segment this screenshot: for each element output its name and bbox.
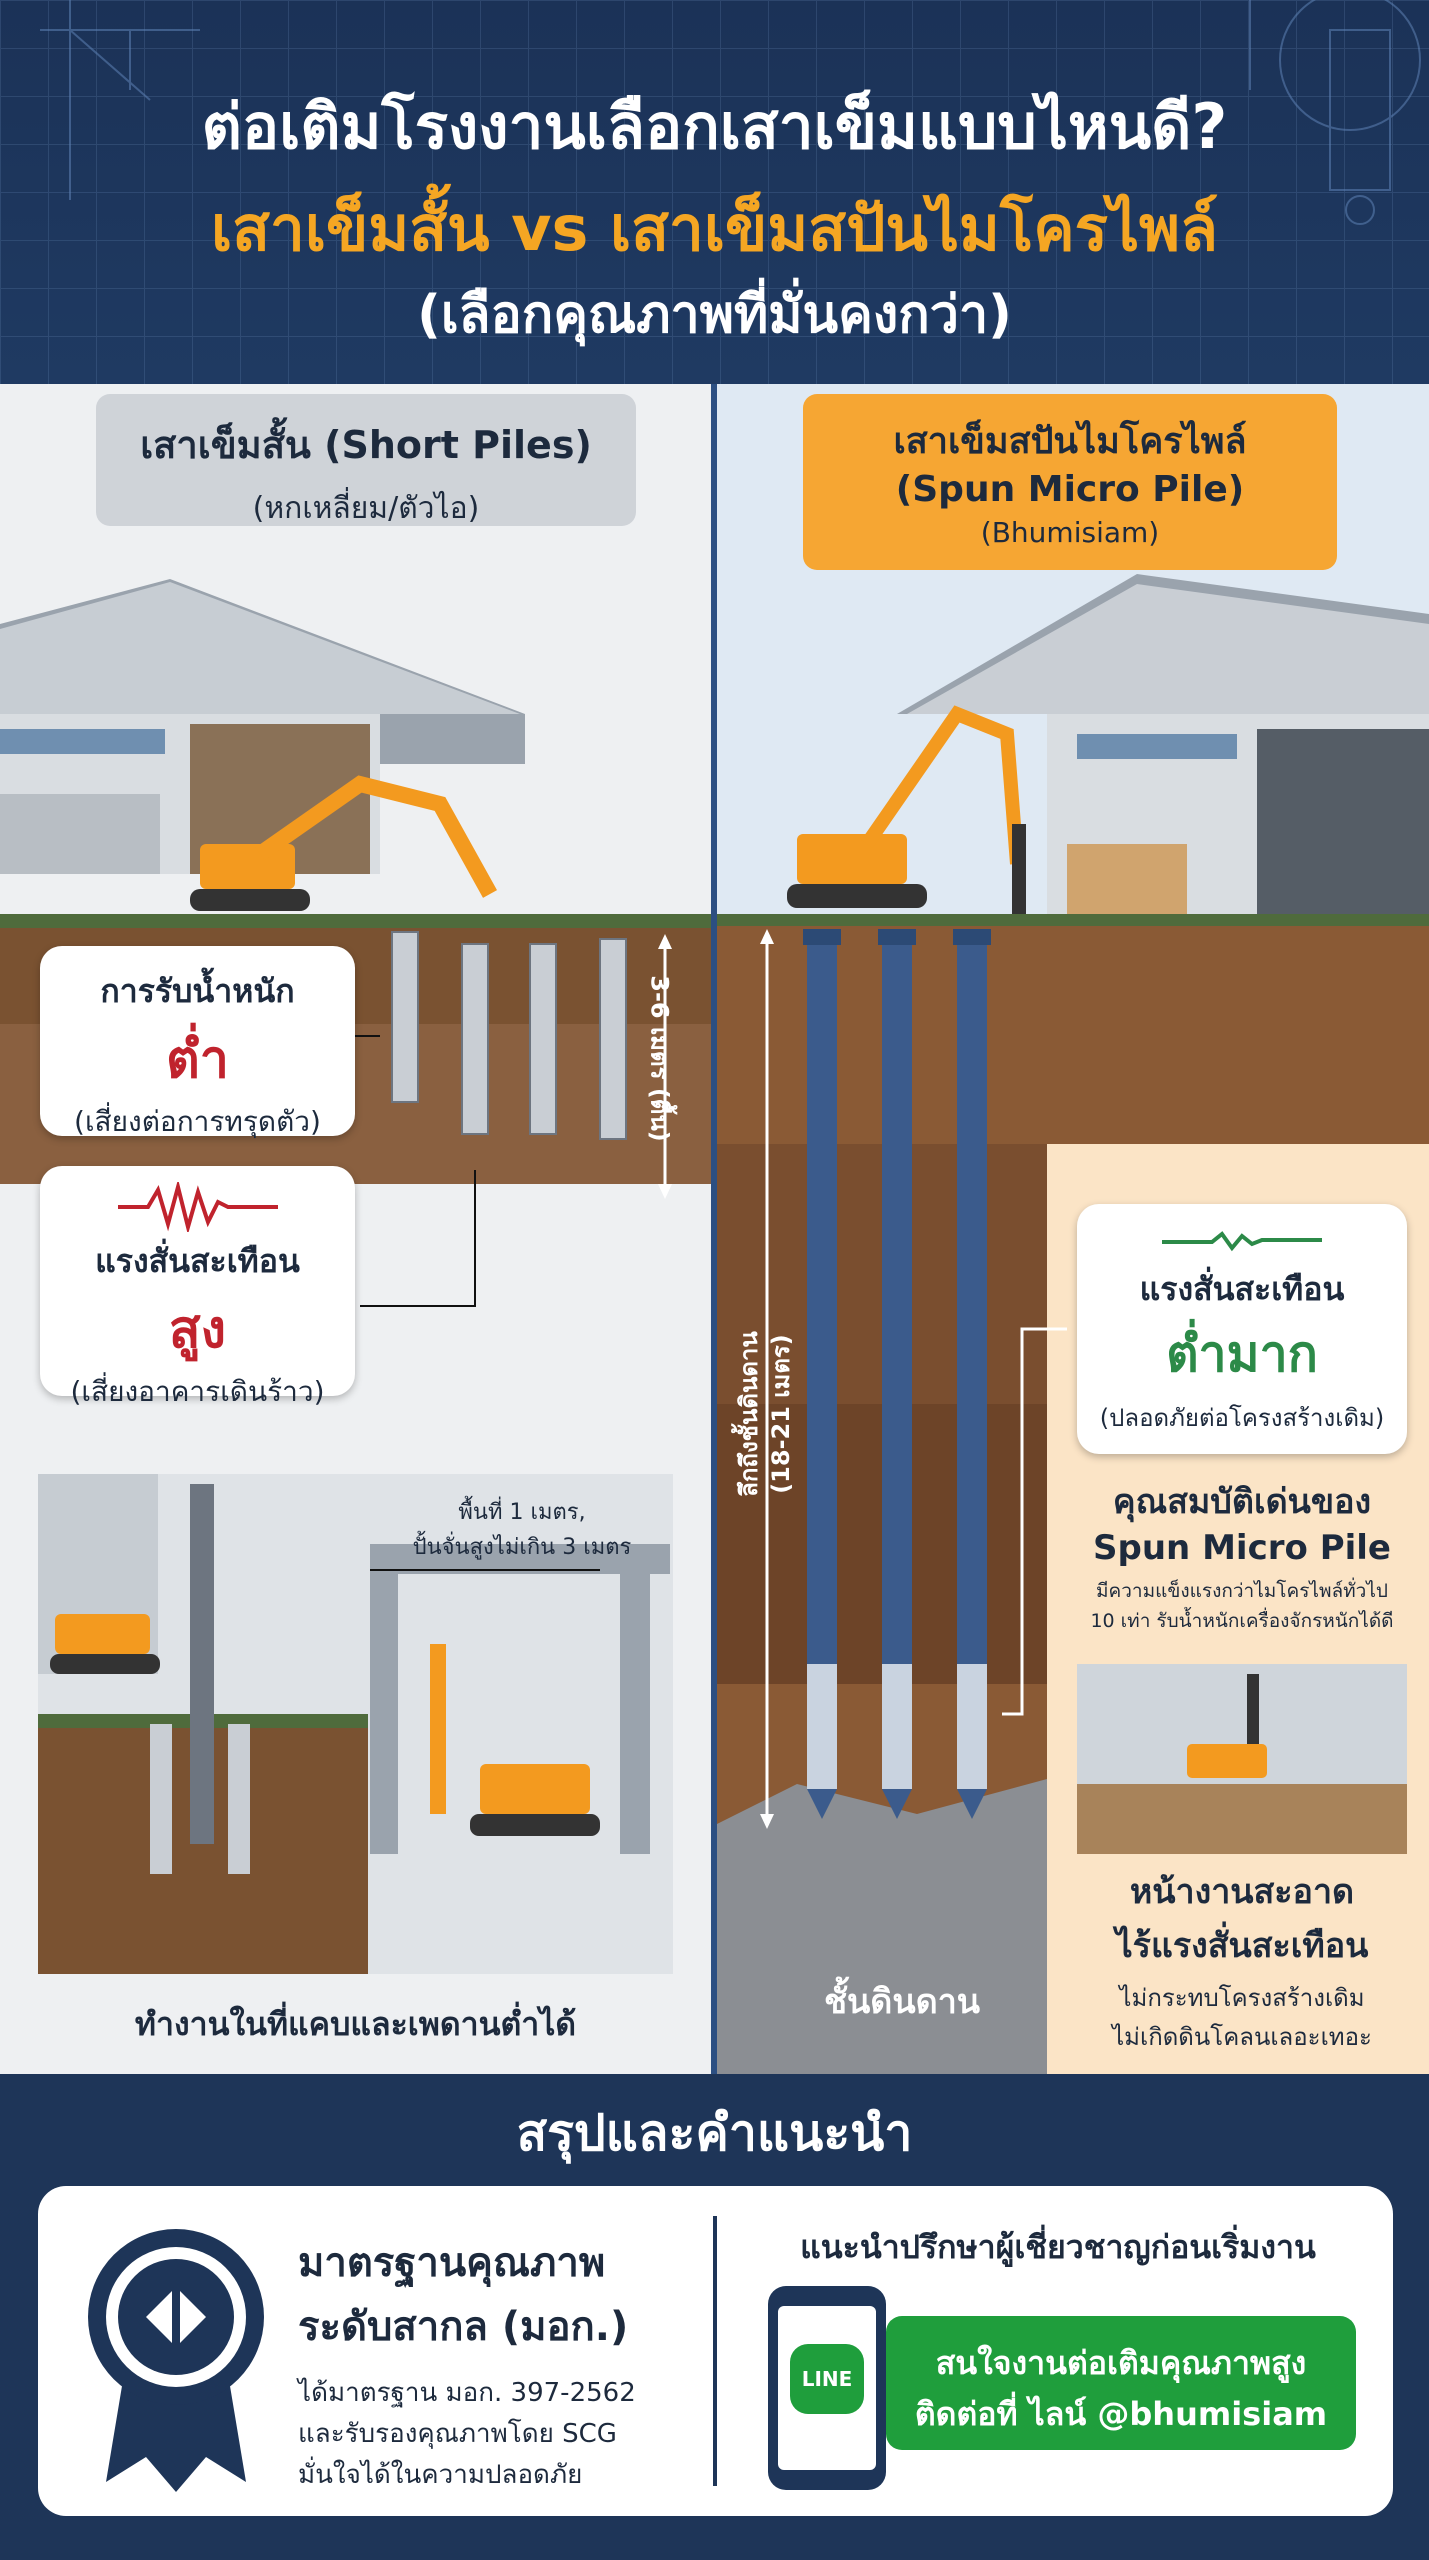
- contact-text-2: ติดต่อที่ ไลน์ @bhumisiam: [914, 2395, 1328, 2433]
- short-piles-caption: ทำงานในที่แคบและเพดานต่ำได้: [134, 2005, 577, 2043]
- line-app-icon: LINE: [790, 2344, 864, 2414]
- vibration-wave-icon: [117, 1179, 278, 1235]
- standard-text-1: ได้มาตรฐาน มอก. 397-2562: [298, 2378, 636, 2408]
- spun-pile-title: เสาเข็มสปันไมโครไพล์: [893, 421, 1247, 462]
- summary-divider: [713, 2216, 717, 2486]
- clean-text-1: ไม่กระทบโครงสร้างเดิม: [1119, 1984, 1365, 2012]
- vibration-low-note: (ปลอดภัยต่อโครงสร้างเดิม): [1099, 1404, 1385, 1432]
- vibration-card-note: (เสี่ยงอาคารเดินร้าว): [70, 1375, 325, 1408]
- clean-text-2: ไม่เกิดดินโคลนเลอะเทอะ: [1112, 2023, 1372, 2051]
- clean-title-1: หน้างานสะอาด: [1129, 1872, 1355, 1912]
- contact-text-1: สนใจงานต่อเติมคุณภาพสูง: [935, 2344, 1307, 2382]
- vibration-card-value: สูง: [168, 1300, 227, 1360]
- clean-title-2: ไร้แรงสั่นสะเทือน: [1115, 1926, 1369, 1966]
- load-capacity-card: การรับน้ำหนัก ต่ำ (เสี่ยงต่อการทรุดตัว): [40, 946, 355, 1138]
- page-tagline: (เลือกคุณภาพที่มั่นคงกว่า): [417, 285, 1012, 345]
- short-piles-title: เสาเข็มสั้น (Short Piles): [140, 423, 592, 467]
- spun-micro-pile-panel: เสาเข็มสปันไมโครไพล์ (Spun Micro Pile) (…: [717, 384, 1429, 2074]
- bedrock-label: ชั้นดินดาน: [823, 1982, 981, 2022]
- short-depth-label: 3-6 เมตร (ตื้น): [645, 975, 674, 1142]
- vibration-low-card: แรงสั่นสะเทือน ต่ำมาก (ปลอดภัยต่อโครงสร้…: [1077, 1204, 1407, 1454]
- standard-title-1: มาตรฐานคุณภาพ: [298, 2240, 606, 2286]
- blueprint-decor: [40, 0, 1421, 225]
- short-piles-subtitle: (หกเหลี่ยม/ตัวไอ): [252, 491, 480, 526]
- vibration-card-title: แรงสั่นสะเทือน: [95, 1242, 300, 1280]
- load-card-value: ต่ำ: [166, 1030, 229, 1090]
- clean-site-block: หน้างานสะอาด ไร้แรงสั่นสะเทือน ไม่กระทบโ…: [1062, 1864, 1422, 2056]
- short-piles-label: เสาเข็มสั้น (Short Piles) (หกเหลี่ยม/ตัว…: [96, 394, 636, 526]
- feature-text-2: 10 เท่า รับน้ำหนักเครื่องจักรหนักได้ดี: [1090, 1610, 1394, 1632]
- space-label: พื้นที่ 1 เมตร, ปั้นจั่นสูงไม่เกิน 3 เมต…: [412, 1500, 632, 1560]
- summary-card: มาตรฐานคุณภาพ ระดับสากล (มอก.) ได้มาตรฐา…: [38, 2186, 1393, 2516]
- spun-pile-title-en: (Spun Micro Pile): [895, 469, 1245, 510]
- standard-text-2: และรับรองคุณภาพโดย SCG: [298, 2419, 617, 2449]
- blueprint-grid: [0, 0, 1429, 384]
- standard-block: มาตรฐานคุณภาพ ระดับสากล (มอก.) ได้มาตรฐา…: [298, 2230, 698, 2495]
- vibration-low-value: ต่ำมาก: [1166, 1325, 1318, 1383]
- header: [0, 0, 1429, 384]
- page-title: ต่อเติมโรงงานเลือกเสาเข็มแบบไหนดี?: [201, 90, 1228, 163]
- spun-pile-label: เสาเข็มสปันไมโครไพล์ (Spun Micro Pile) (…: [803, 394, 1337, 570]
- standard-title-2: ระดับสากล (มอก.): [298, 2304, 629, 2350]
- vibration-high-card: แรงสั่นสะเทือน สูง (เสี่ยงอาคารเดินร้าว): [40, 1166, 355, 1408]
- feature-title-1: คุณสมบัติเด่นของ: [1112, 1482, 1372, 1522]
- line-contact-button[interactable]: สนใจงานต่อเติมคุณภาพสูง ติดต่อที่ ไลน์ @…: [886, 2316, 1356, 2450]
- standard-text-3: มั่นใจได้ในความปลอดภัย: [298, 2460, 583, 2490]
- phone-icon: LINE: [768, 2286, 886, 2490]
- load-card-note: (เสี่ยงต่อการทรุดตัว): [74, 1105, 321, 1138]
- short-piles-panel: เสาเข็มสั้น (Short Piles) (หกเหลี่ยม/ตัว…: [0, 384, 711, 2074]
- feature-text-1: มีความแข็งแรงกว่าไมโครไพล์ทั่วไป: [1096, 1580, 1388, 1602]
- spun-pile-brand: (Bhumisiam): [980, 516, 1160, 549]
- vibration-low-title: แรงสั่นสะเทือน: [1139, 1270, 1345, 1308]
- feature-title-2: Spun Micro Pile: [1093, 1528, 1391, 1568]
- summary-title: สรุปและคำแนะนำ: [516, 2104, 913, 2162]
- page-subtitle: เสาเข็มสั้น vs เสาเข็มสปันไมโครไพล์: [210, 192, 1219, 265]
- panel-divider: [711, 384, 717, 2074]
- load-card-title: การรับน้ำหนัก: [100, 972, 295, 1010]
- tis-standard-icon: [88, 2229, 264, 2492]
- feature-block: คุณสมบัติเด่นของ Spun Micro Pile มีความแ…: [1062, 1474, 1422, 1636]
- advice-text: แนะนำปรึกษาผู้เชี่ยวชาญก่อนเริ่มงาน: [800, 2228, 1316, 2266]
- vibration-low-wave-icon: [1162, 1231, 1322, 1252]
